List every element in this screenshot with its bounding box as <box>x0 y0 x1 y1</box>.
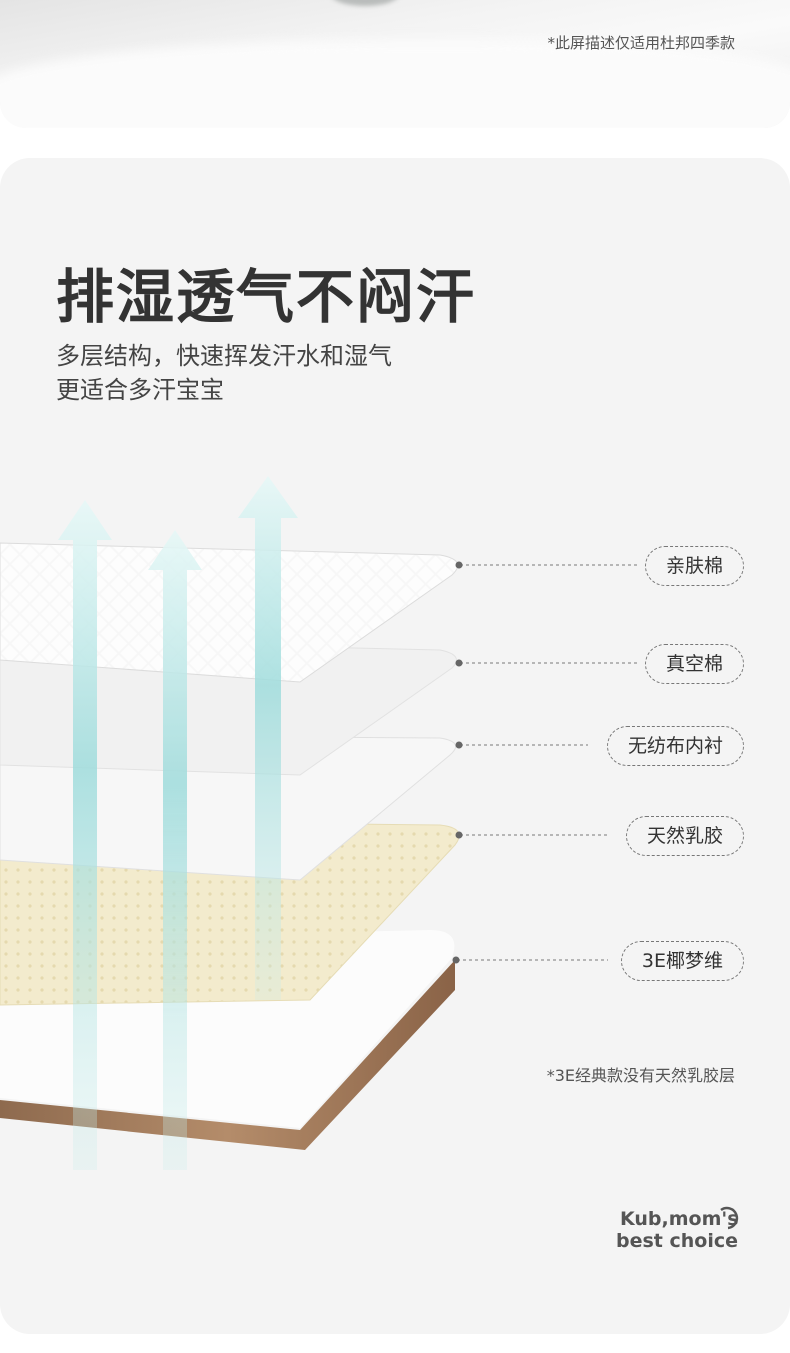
layer-label-latex: 天然乳胶 <box>625 816 744 856</box>
layer-label-vacuum-cotton: 真空棉 <box>644 644 744 684</box>
layer-vacuum-cotton <box>0 639 457 776</box>
arrow-up-icon <box>148 530 202 1170</box>
layer-label-coir: 3E椰梦维 <box>620 941 744 981</box>
brand-logo: Kub,mom's best choice <box>616 1206 739 1252</box>
airflow-arrows <box>58 476 298 1170</box>
mattress-layers-illustration <box>0 476 638 1170</box>
breathability-section: 排湿透气不闷汗 多层结构，快速挥发汗水和湿气 更适合多汗宝宝 <box>0 158 790 1334</box>
subtitle-line-1: 多层结构，快速挥发汗水和湿气 <box>56 342 392 370</box>
subtitle-line-2: 更适合多汗宝宝 <box>56 376 224 404</box>
cotton-background <box>0 40 790 128</box>
layer-nonwoven <box>0 734 457 881</box>
section-title: 排湿透气不闷汗 <box>56 263 477 331</box>
product-edge <box>330 0 400 6</box>
previous-section-image: *此屏描述仅适用杜邦四季款 <box>0 0 790 128</box>
logo-line-2: best choice <box>616 1230 738 1252</box>
leader-dots <box>452 561 463 964</box>
arrow-up-icon <box>58 500 112 1170</box>
layer-label-skin-cotton: 亲肤棉 <box>644 546 744 586</box>
latex-disclaimer: *3E经典款没有天然乳胶层 <box>546 1066 735 1085</box>
layer-label-nonwoven: 无纺布内衬 <box>606 726 744 766</box>
leader-lines <box>457 564 638 961</box>
arrow-up-icon <box>238 476 298 1000</box>
logo-line-1: Kub,mom's <box>620 1208 739 1230</box>
logo-arc-icon <box>720 1206 739 1230</box>
top-disclaimer: *此屏描述仅适用杜邦四季款 <box>547 34 735 52</box>
